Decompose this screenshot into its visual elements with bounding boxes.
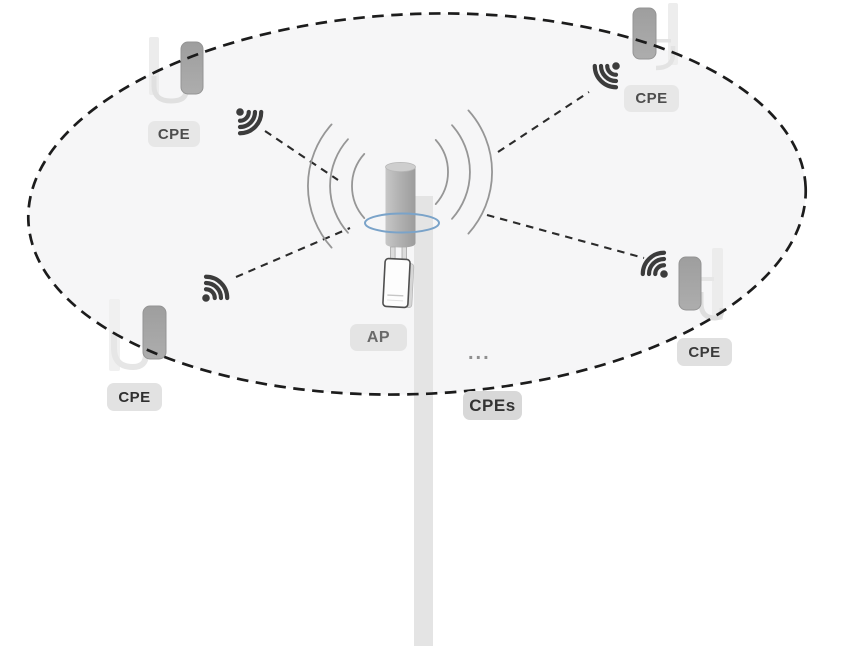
- cpe-pole-top-right: [668, 3, 678, 65]
- cpe-bracket-top-right: [655, 46, 676, 71]
- ellipsis-text: ...: [468, 342, 491, 364]
- ap-node: [364, 161, 440, 309]
- cpe-device-top-left: [180, 41, 204, 95]
- ap-radio-port-line: [387, 294, 404, 297]
- cpe-label-top-left: CPE: [148, 121, 200, 147]
- ap-wave-right-1: [434, 139, 449, 205]
- rotation-ring: [364, 212, 440, 234]
- cpe-label-bottom-left: CPE: [107, 383, 162, 411]
- cpe-node-top-right: [632, 3, 678, 71]
- ap-wave-right-2: [451, 124, 471, 220]
- ap-signal-waves: [307, 109, 493, 249]
- cpe-bracket-bar-right: [698, 277, 714, 281]
- cpe-bracket-bar-top-right: [655, 39, 671, 43]
- ap-antenna-top: [385, 161, 416, 172]
- cpe-node-right: [678, 248, 725, 321]
- cpe-bracket-bottom-left: [111, 332, 149, 371]
- ap-radio-seam-line: [387, 299, 404, 302]
- ap-wave-left-1: [351, 153, 366, 219]
- cpes-label: CPEs: [463, 391, 522, 420]
- link-line-bottom-left: [235, 227, 351, 278]
- cpe-device-bottom-left: [142, 305, 167, 360]
- ap-antenna-cylinder: [385, 167, 416, 248]
- link-line-right: [486, 213, 645, 260]
- ap-mounting-pole: [414, 196, 433, 646]
- coverage-boundary: [26, 12, 808, 396]
- ap-wave-left-3: [307, 123, 333, 249]
- link-line-top-right: [497, 91, 590, 153]
- ap-label: AP: [350, 324, 407, 351]
- cpe-device-top-right: [632, 7, 657, 60]
- cpe-bracket-top-left: [151, 76, 189, 104]
- ap-wave-right-3: [467, 109, 493, 235]
- ap-wave-left-2: [329, 138, 349, 234]
- cpe-label-right: CPE: [677, 338, 732, 366]
- link-lines: [235, 91, 645, 278]
- cpe-device-right: [678, 256, 702, 311]
- link-line-top-left: [264, 130, 339, 181]
- ap-radio-unit: [382, 257, 415, 309]
- cpe-label-top-right: CPE: [624, 85, 679, 112]
- cpe-pole-right: [712, 248, 723, 320]
